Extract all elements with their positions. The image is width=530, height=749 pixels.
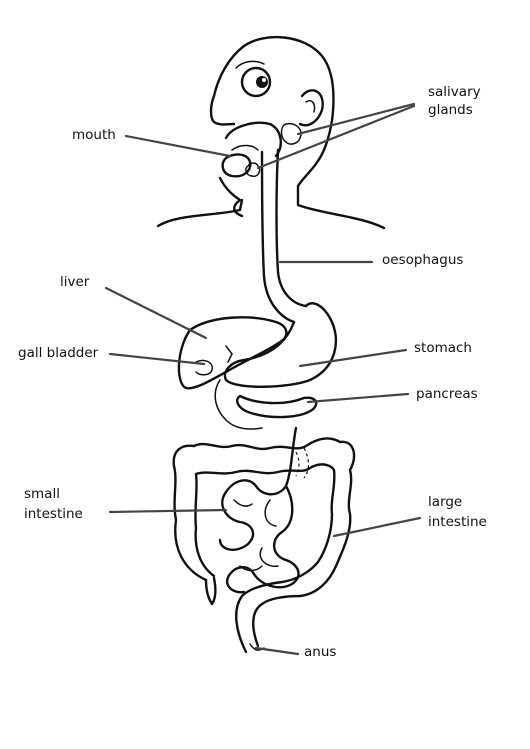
small-intestine bbox=[218, 426, 300, 594]
label-gall-bladder: gall bladder bbox=[18, 345, 99, 361]
leader-pancreas bbox=[306, 392, 410, 404]
label-oesophagus: oesophagus bbox=[382, 252, 463, 268]
labels: mouth salivary glands oesophagus liver g… bbox=[18, 84, 487, 660]
leader-gall-bladder bbox=[108, 352, 206, 366]
label-salivary-glands-line2: glands bbox=[428, 102, 473, 118]
oesophagus bbox=[260, 148, 308, 324]
liver bbox=[177, 316, 288, 390]
pancreas bbox=[214, 379, 318, 430]
label-large-intestine-line1: large bbox=[428, 494, 462, 510]
large-intestine bbox=[172, 437, 356, 654]
leader-stomach bbox=[298, 348, 408, 368]
stomach bbox=[223, 302, 338, 388]
label-small-intestine-line2: intestine bbox=[24, 506, 83, 522]
leader-salivary-2 bbox=[256, 104, 416, 170]
label-salivary-glands-line1: salivary bbox=[428, 84, 481, 100]
label-mouth: mouth bbox=[72, 127, 116, 143]
leader-liver bbox=[104, 286, 208, 340]
label-stomach: stomach bbox=[414, 340, 472, 356]
leader-anus bbox=[254, 646, 300, 656]
leader-salivary-1 bbox=[296, 102, 416, 136]
leader-mouth bbox=[124, 134, 232, 158]
label-large-intestine-line2: intestine bbox=[428, 514, 487, 530]
label-liver: liver bbox=[60, 274, 90, 290]
label-small-intestine-line1: small bbox=[24, 486, 60, 502]
label-pancreas: pancreas bbox=[416, 386, 478, 402]
leader-lines bbox=[104, 102, 422, 656]
head-outline bbox=[156, 35, 386, 230]
gall-bladder bbox=[195, 345, 233, 376]
leader-small-intestine bbox=[108, 508, 228, 514]
salivary-glands bbox=[245, 122, 302, 178]
leader-large-intestine bbox=[332, 516, 422, 538]
label-anus: anus bbox=[304, 644, 336, 660]
